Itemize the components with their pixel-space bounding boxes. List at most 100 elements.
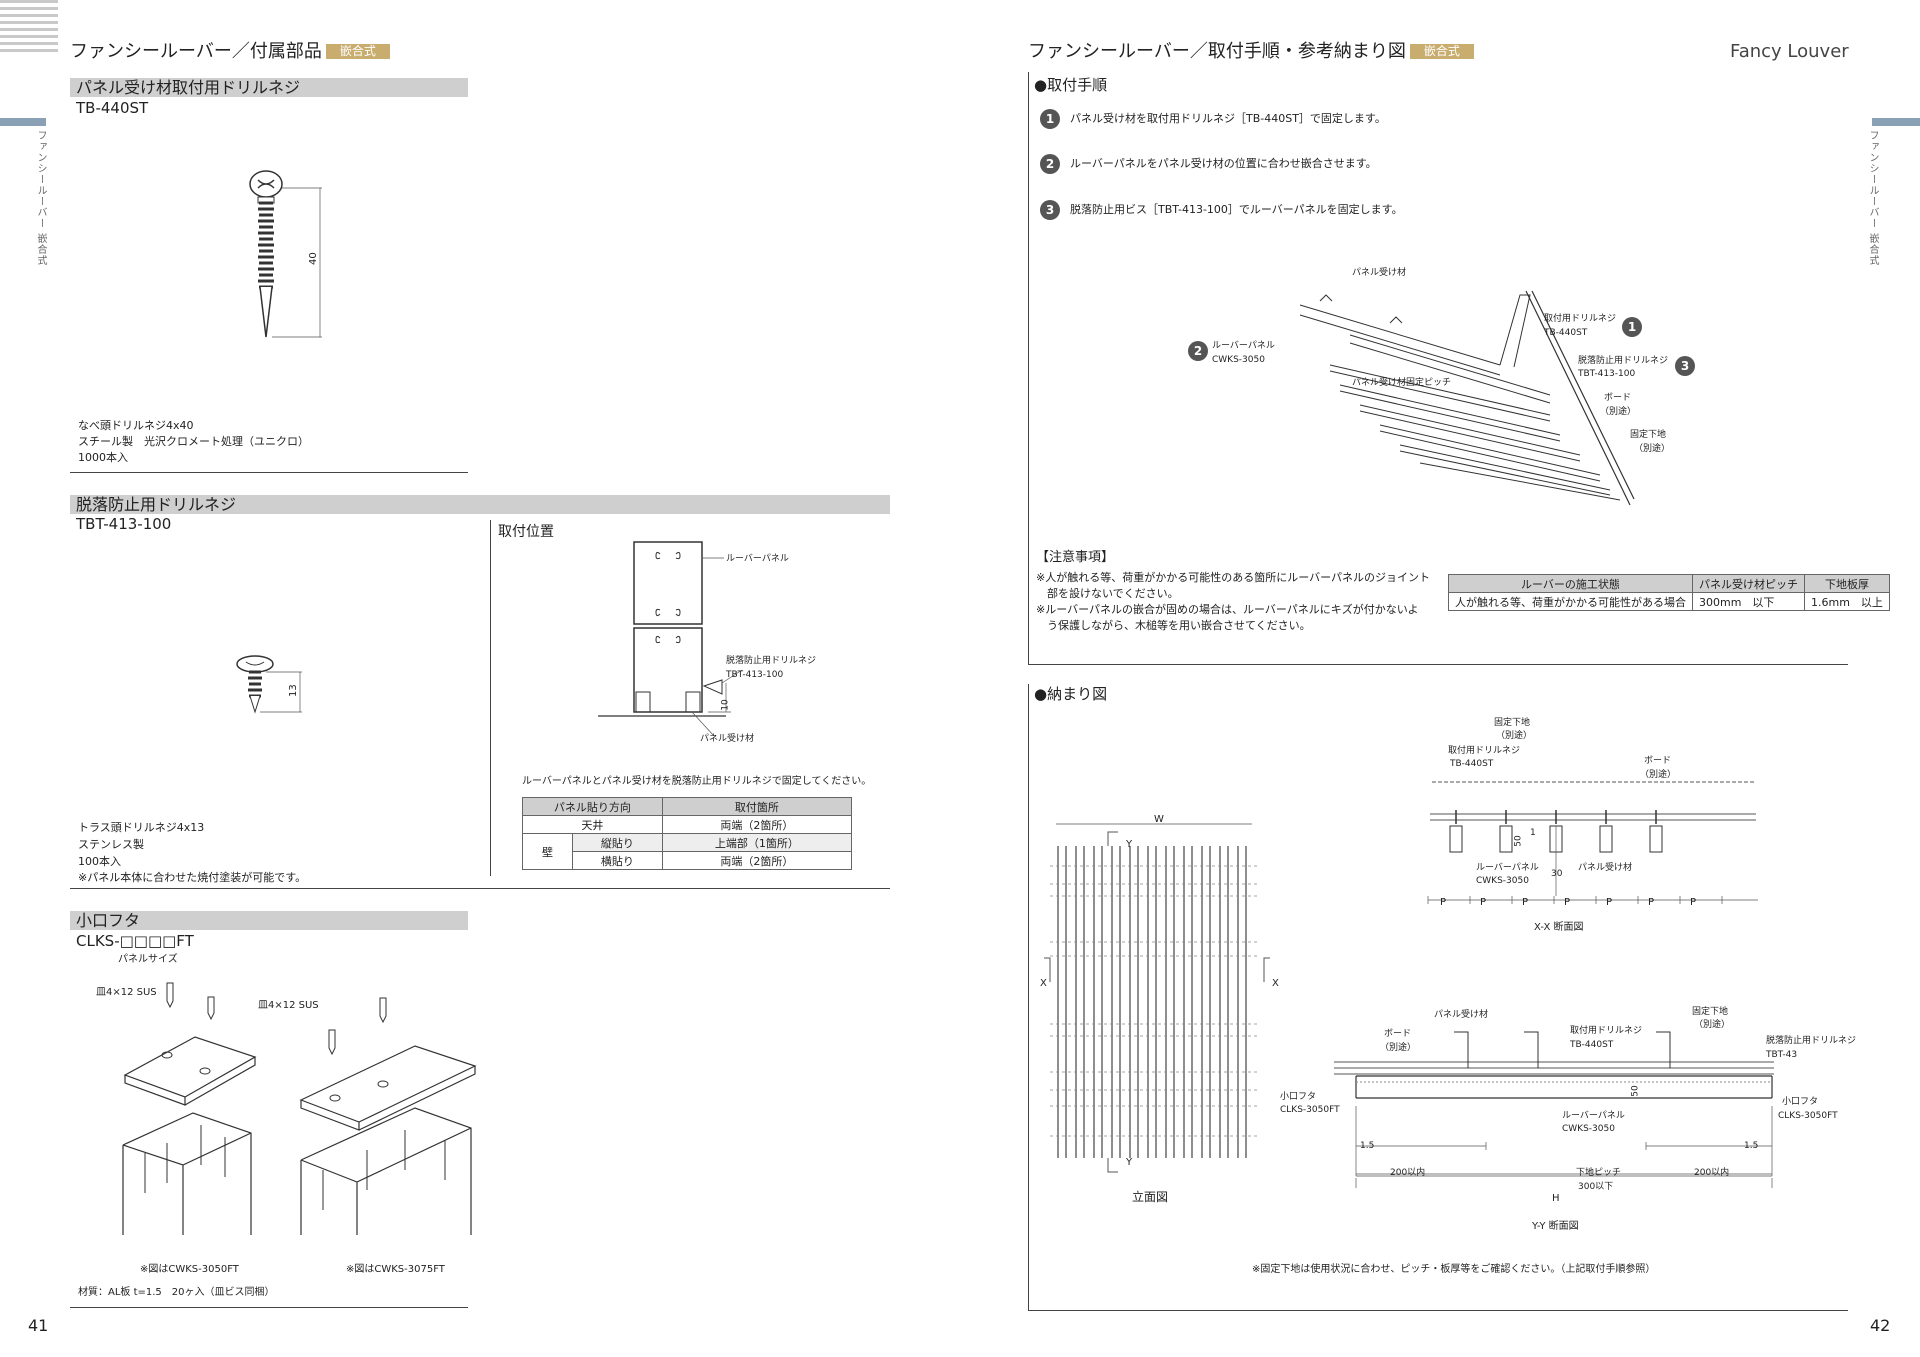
iso-badge-3: 3 <box>1675 356 1695 376</box>
yy-pitch-a: 下地ピッチ <box>1576 1168 1622 1178</box>
mount-position-title: 取付位置 <box>498 524 554 540</box>
elev-x-left: X <box>1040 978 1047 989</box>
spec-line-1: なべ頭ドリルネジ4x40 <box>78 419 194 432</box>
spec-line-4: トラス頭ドリルネジ4x13 <box>78 821 205 834</box>
end-cap-drawing-3075 <box>299 997 477 1235</box>
product-code-clks: CLKS-□□□□FT <box>76 932 194 950</box>
yy-dim-200-left: 200以内 <box>1390 1168 1426 1178</box>
label-louver-panel: ルーバーパネル <box>726 554 789 564</box>
footnote: ※固定下地は使用状況に合わせ、ピッチ・板厚等をご確認ください。（上記取付手順参照… <box>1252 1264 1656 1275</box>
xx-receiver: パネル受け材 <box>1578 863 1633 873</box>
yy-cap-right-a: 小口フタ <box>1782 1097 1819 1107</box>
label-panel-receiver: パネル受け材 <box>700 734 755 744</box>
page-frame-rule <box>1028 664 1848 665</box>
spec-line-6: 100本入 <box>78 855 121 868</box>
xx-p-2: P <box>1480 897 1487 908</box>
section-rule <box>70 888 890 889</box>
mount-note: ルーバーパネルとパネル受け材を脱落防止用ドリルネジで固定してください。 <box>522 776 872 787</box>
section-divider <box>490 520 491 876</box>
yy-h-label: H <box>1552 1193 1560 1204</box>
yy-receiver: パネル受け材 <box>1434 1010 1489 1020</box>
iso-label-screw3-a: 脱落防止用ドリルネジ <box>1578 356 1669 366</box>
iso-label-screw3-b: TBT-413-100 <box>1578 369 1636 379</box>
elev-y-bottom: Y <box>1126 1157 1133 1168</box>
xx-caption: X-X 断面図 <box>1534 922 1584 933</box>
th-direction: パネル貼り方向 <box>522 797 663 816</box>
truss-screw-drawing: 13 <box>236 655 302 714</box>
page-frame-right <box>1028 72 1029 664</box>
elev-caption: 立面図 <box>1132 1190 1169 1204</box>
note-line-1: ※人が触れる等、荷重がかかる可能性のある箇所にルーバーパネルのジョイント <box>1036 571 1430 584</box>
brand-name: Fancy Louver <box>1730 41 1849 62</box>
section-rule <box>70 472 468 473</box>
yy-board-a: ボード <box>1384 1029 1412 1039</box>
dim-13: 13 <box>288 684 299 697</box>
iso-label-pitch: パネル受け材固定ピッチ <box>1352 378 1452 388</box>
iso-label-board-b: （別途） <box>1600 407 1637 417</box>
yy-drop-b: TBT-43 <box>1766 1050 1798 1060</box>
yy-panel-a: ルーバーパネル <box>1562 1111 1625 1121</box>
spec-line-2: スチール製 光沢クロメート処理（ユニクロ） <box>78 435 309 448</box>
step-1-badge: 1 <box>1040 109 1060 129</box>
notes-title: 【注意事項】 <box>1036 550 1115 565</box>
xx-screw-a: 取付用ドリルネジ <box>1448 746 1521 756</box>
xx-board-b: （別途） <box>1640 770 1677 780</box>
yy-board-b: （別途） <box>1380 1043 1417 1053</box>
fit-type-tag: 嵌合式 <box>1409 44 1474 59</box>
yy-pitch-b: 300以下 <box>1578 1182 1614 1192</box>
xx-p-3: P <box>1522 897 1529 908</box>
label-drop-screw: 脱落防止用ドリルネジ <box>726 656 817 666</box>
drill-screw-drawing: 40 <box>249 170 322 338</box>
xx-dim-30: 30 <box>1551 869 1563 879</box>
page-number-right: 42 <box>1870 1316 1891 1335</box>
side-tab-left <box>0 118 46 126</box>
yy-drop-a: 脱落防止用ドリルネジ <box>1766 1036 1857 1046</box>
step-2-text: ルーバーパネルをパネル受け材の位置に合わせ嵌合させます。 <box>1070 157 1377 170</box>
cell-vertical: 縦貼り <box>572 833 663 852</box>
header-stripes <box>0 0 58 56</box>
th-position: 取付箇所 <box>661 797 853 816</box>
xx-p-4: P <box>1564 897 1571 908</box>
yy-dim-200-right: 200以内 <box>1694 1168 1730 1178</box>
xx-base-a: 固定下地 <box>1494 718 1531 728</box>
yy-caption: Y-Y 断面図 <box>1532 1221 1579 1232</box>
yy-base-b: （別途） <box>1694 1020 1731 1030</box>
xx-p-1: P <box>1440 897 1447 908</box>
note-line-4: う保護しながら、木槌等を用い嵌合させてください。 <box>1036 619 1311 632</box>
iso-label-board-a: ボード <box>1604 393 1632 403</box>
xx-p-6: P <box>1648 897 1655 908</box>
page-number-left: 41 <box>28 1316 49 1335</box>
yy-section-drawing <box>1334 1031 1774 1188</box>
xx-board-a: ボード <box>1644 756 1672 766</box>
xx-section-drawing <box>1427 781 1758 904</box>
end-cap-drawing-3050 <box>122 982 257 1235</box>
xx-p-5: P <box>1606 897 1613 908</box>
yy-screw-b: TB-440ST <box>1570 1040 1614 1050</box>
cell-ceiling-pos: 両端（2箇所） <box>661 815 853 834</box>
material-note: 材質：AL板 t=1.5 20ヶ入（皿ビス同梱） <box>78 1287 275 1298</box>
note-line-2: 部を設けないでください。 <box>1036 587 1179 600</box>
iso-label-receiver: パネル受け材 <box>1352 268 1407 278</box>
spec-line-5: ステンレス製 <box>78 838 144 851</box>
section-bar-drop-screw: 脱落防止用ドリルネジ <box>70 495 890 514</box>
product-code-tb440st: TB-440ST <box>76 99 149 117</box>
yy-cap-left-b: CLKS-3050FT <box>1280 1105 1340 1115</box>
yy-dim-15-left: 1.5 <box>1360 1141 1375 1151</box>
iso-label-panel-b: CWKS-3050 <box>1212 355 1265 365</box>
cell-wall: 壁 <box>522 833 573 870</box>
dim-40: 40 <box>308 252 319 265</box>
side-label-right: ファンシールーバー 嵌合式 <box>1867 130 1878 267</box>
label-screw-1: 皿4×12 SUS <box>96 987 157 998</box>
cell-vertical-pos: 上端部（1箇所） <box>661 833 853 852</box>
label-screw-2: 皿4×12 SUS <box>258 1000 319 1011</box>
cell-thickness: 1.6mm 以上 <box>1804 592 1890 611</box>
cell-horizontal-pos: 両端（2箇所） <box>661 851 853 870</box>
xx-panel-b: CWKS-3050 <box>1476 876 1529 886</box>
cell-state: 人が触れる等、荷重がかかる可能性がある場合 <box>1448 592 1693 611</box>
detail-frame-rule <box>1028 1310 1848 1311</box>
elev-y-top: Y <box>1126 839 1133 850</box>
cell-ceiling: 天井 <box>522 815 663 834</box>
label-drop-screw-code: TBT-413-100 <box>726 670 784 680</box>
page-title-right: ファンシールーバー／取付手順・参考納まり図嵌合式 <box>1028 41 1474 63</box>
iso-label-screw1-b: TB-440ST <box>1544 328 1588 338</box>
